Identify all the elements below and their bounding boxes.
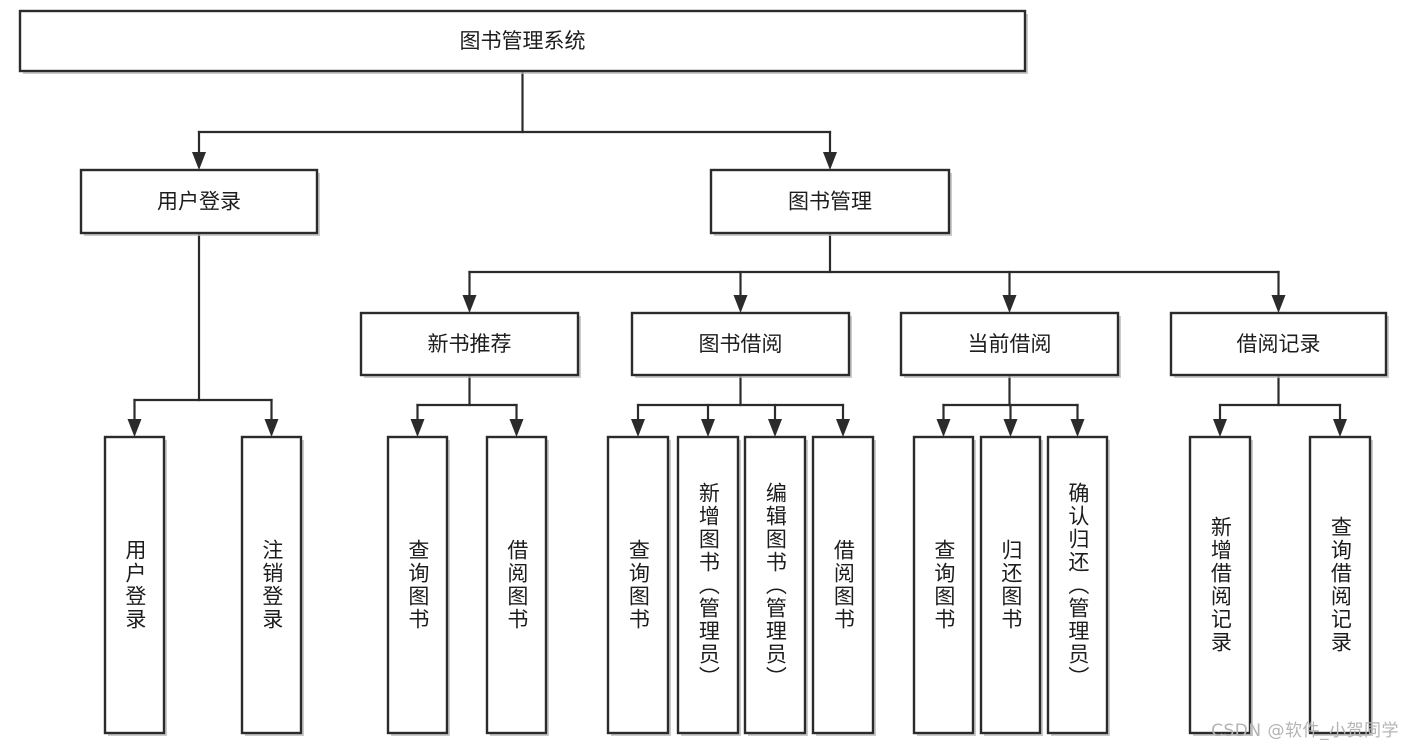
node-leaf-leaf-query-book-rec[interactable] <box>386 435 449 735</box>
arrow-head-icon <box>1333 419 1347 437</box>
node-leaf-leaf-query-book-current-label: 查询图书 <box>931 539 956 631</box>
connector-lines-layer <box>127 69 1347 437</box>
node-leaf-leaf-query-book-current-label-wrap: 查询图书 <box>914 437 973 733</box>
node-leaf-leaf-add-borrow-record-label-wrap: 新增借阅记录 <box>1190 437 1250 733</box>
node-leaf-leaf-confirm-return-admin-label-wrap: 确认归还（管理员） <box>1048 437 1107 733</box>
node-leaf-leaf-query-book-borrow-label-wrap: 查询图书 <box>608 437 668 733</box>
node-leaf-leaf-user-logout-label: 注销登录 <box>259 539 284 631</box>
node-level3-new-book-recommend[interactable] <box>359 311 580 377</box>
node-leaf-leaf-query-borrow-record[interactable] <box>1308 435 1372 735</box>
node-level2-book-manage-label: 图书管理 <box>788 190 872 214</box>
node-leaf-leaf-user-login-label: 用户登录 <box>122 539 147 631</box>
arrow-head-icon <box>127 419 142 437</box>
node-leaf-leaf-return-book-label-wrap: 归还图书 <box>981 437 1040 733</box>
node-leaf-leaf-query-book-borrow-label: 查询图书 <box>626 539 651 631</box>
node-level3-new-book-recommend-label: 新书推荐 <box>428 332 512 356</box>
node-boxes-layer <box>18 9 1389 736</box>
node-leaf-leaf-add-borrow-record-label: 新增借阅记录 <box>1208 516 1233 654</box>
node-leaf-leaf-edit-book-admin[interactable] <box>743 435 807 735</box>
node-leaf-leaf-confirm-return-admin-label: 确认归还（管理员） <box>1065 481 1090 689</box>
node-leaf-leaf-user-logout-label-wrap: 注销登录 <box>242 437 301 733</box>
node-leaf-leaf-user-logout[interactable] <box>240 435 303 735</box>
node-level2-book-manage[interactable] <box>709 168 951 235</box>
watermark-text: CSDN @软件_小贺同学 <box>1211 721 1399 741</box>
arrow-head-icon <box>1003 419 1018 437</box>
node-root[interactable] <box>18 9 1027 73</box>
node-leaf-leaf-return-book[interactable] <box>979 435 1042 735</box>
node-level3-borrow-record[interactable] <box>1169 311 1388 377</box>
node-leaf-leaf-borrow-book[interactable] <box>811 435 875 735</box>
node-leaf-leaf-edit-book-admin-label: 编辑图书（管理员） <box>763 481 788 689</box>
arrow-head-icon <box>823 152 837 170</box>
arrow-head-icon <box>768 419 782 437</box>
arrow-head-icon <box>410 419 425 437</box>
node-leaf-leaf-query-borrow-record-label-wrap: 查询借阅记录 <box>1310 437 1370 733</box>
arrow-head-icon <box>462 295 477 313</box>
arrow-head-icon <box>836 419 850 437</box>
arrow-head-icon <box>631 419 645 437</box>
node-leaf-leaf-query-book-rec-label-wrap: 查询图书 <box>388 437 447 733</box>
node-leaf-leaf-return-book-label: 归还图书 <box>998 539 1023 631</box>
arrow-head-icon <box>1213 419 1227 437</box>
arrow-head-icon <box>1271 295 1286 313</box>
node-leaf-leaf-borrow-book-rec[interactable] <box>485 435 548 735</box>
node-level2-user-login[interactable] <box>79 168 319 235</box>
node-level3-book-borrow-label: 图书借阅 <box>699 332 783 356</box>
arrow-head-icon <box>1002 295 1017 313</box>
node-leaf-leaf-confirm-return-admin[interactable] <box>1046 435 1109 735</box>
node-leaf-leaf-user-login[interactable] <box>103 435 166 735</box>
node-level2-user-login-label: 用户登录 <box>157 190 241 214</box>
arrow-head-icon <box>733 295 748 313</box>
node-leaf-leaf-query-book-current[interactable] <box>912 435 975 735</box>
node-root-label: 图书管理系统 <box>460 29 586 53</box>
node-leaf-leaf-borrow-book-rec-label: 借阅图书 <box>504 539 529 631</box>
node-leaf-leaf-add-book-admin[interactable] <box>676 435 740 735</box>
node-leaf-leaf-query-borrow-record-label: 查询借阅记录 <box>1328 516 1353 654</box>
arrow-head-icon <box>192 152 206 170</box>
arrow-head-icon <box>701 419 715 437</box>
node-leaf-leaf-borrow-book-label: 借阅图书 <box>831 539 856 631</box>
node-leaf-leaf-add-borrow-record[interactable] <box>1188 435 1252 735</box>
arrow-head-icon <box>264 419 279 437</box>
node-leaf-leaf-query-book-rec-label: 查询图书 <box>405 539 430 631</box>
arrow-head-icon <box>509 419 524 437</box>
node-level3-current-borrow-label: 当前借阅 <box>968 332 1052 356</box>
node-leaf-leaf-add-book-admin-label: 新增图书（管理员） <box>696 481 721 689</box>
node-leaf-leaf-user-login-label-wrap: 用户登录 <box>105 437 164 733</box>
node-level3-borrow-record-label: 借阅记录 <box>1237 332 1321 356</box>
node-leaf-leaf-add-book-admin-label-wrap: 新增图书（管理员） <box>678 437 738 733</box>
node-leaf-leaf-borrow-book-label-wrap: 借阅图书 <box>813 437 873 733</box>
node-level3-book-borrow[interactable] <box>630 311 851 377</box>
arrow-head-icon <box>936 419 951 437</box>
node-leaf-leaf-edit-book-admin-label-wrap: 编辑图书（管理员） <box>745 437 805 733</box>
arrow-head-icon <box>1070 419 1085 437</box>
node-leaf-leaf-borrow-book-rec-label-wrap: 借阅图书 <box>487 437 546 733</box>
node-level3-current-borrow[interactable] <box>899 311 1120 377</box>
node-leaf-leaf-query-book-borrow[interactable] <box>606 435 670 735</box>
